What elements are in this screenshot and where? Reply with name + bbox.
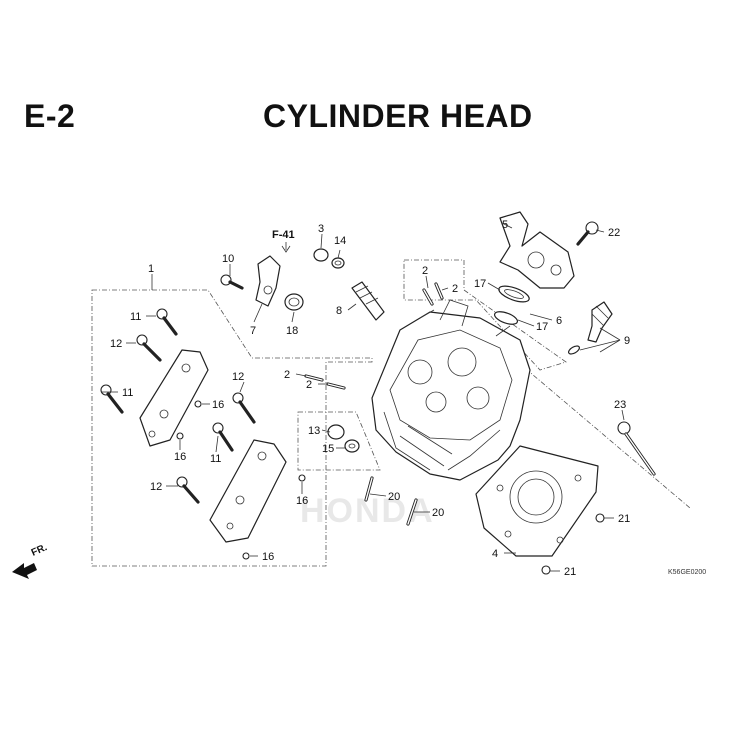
callout-16a: 16: [212, 399, 224, 411]
callout-16b: 16: [174, 451, 186, 463]
cam-holder-part: [499, 211, 575, 289]
callout-16d: 16: [262, 551, 274, 563]
callout-17b: 17: [536, 321, 548, 333]
dowel-pin-part: [304, 282, 444, 390]
callout-labels: 1 2 2 2 2 3 4 5 6 7 8 9 10 11 11 11 12 1…: [110, 219, 630, 578]
head-gasket-group-frame: [479, 329, 691, 509]
callout-20a: 20: [388, 491, 400, 503]
rocker-assembly-frame: [91, 289, 373, 567]
connector-part: [255, 255, 281, 307]
callout-7: 7: [250, 325, 256, 337]
rocker-holder-upper-part: [139, 349, 209, 447]
callout-14: 14: [334, 235, 346, 247]
callout-20b: 20: [432, 507, 444, 519]
reference-label: F-41: [272, 229, 295, 241]
cap-part: [313, 248, 345, 269]
callout-11a: 11: [130, 311, 141, 323]
callout-15: 15: [322, 443, 334, 455]
rocker-bolt-set-part: [100, 308, 256, 504]
callout-16c: 16: [296, 495, 308, 507]
callout-leaders: [102, 223, 625, 572]
callout-5: 5: [502, 219, 508, 231]
callout-21a: 21: [618, 513, 630, 525]
front-label: FR.: [30, 542, 49, 559]
callout-12c: 12: [150, 481, 162, 493]
flange-bolt-part: [576, 221, 599, 246]
sensor-part: [567, 301, 613, 355]
callout-6: 6: [556, 315, 562, 327]
callout-11b: 11: [122, 387, 133, 399]
valve-seal-part: [327, 424, 360, 453]
callout-11c: 11: [210, 453, 221, 465]
callout-2d: 2: [306, 379, 312, 391]
diagram-title: CYLINDER HEAD: [263, 98, 533, 134]
valve-seal-group-frame: [297, 411, 381, 471]
callout-12a: 12: [110, 338, 122, 350]
spark-plug-part: [351, 281, 385, 321]
stud-bolt-part: [364, 476, 418, 526]
washer-set-part: [176, 400, 306, 560]
callout-18: 18: [286, 325, 298, 337]
cylinder-head-gasket-part: [475, 445, 599, 557]
callout-10: 10: [222, 253, 234, 265]
long-bolt-part: [617, 421, 656, 476]
callout-9: 9: [624, 335, 630, 347]
callout-3: 3: [318, 223, 324, 235]
callout-23: 23: [614, 399, 626, 411]
rocker-holder-lower-part: [209, 439, 287, 543]
callout-22: 22: [608, 227, 620, 239]
callout-12b: 12: [232, 371, 244, 383]
callout-17a: 17: [474, 278, 486, 290]
callout-2c: 2: [284, 369, 290, 381]
bolt-part: [220, 274, 244, 290]
o-ring-small-part: [284, 293, 304, 311]
o-ring-part: [493, 285, 530, 325]
drawing-code: K56GE0200: [668, 569, 706, 576]
front-arrow-icon: [12, 563, 37, 579]
section-code: E-2: [24, 98, 76, 134]
callout-2b: 2: [452, 283, 458, 295]
cam-holder-group-frame: [403, 259, 567, 371]
cylinder-head-part: [371, 299, 531, 481]
reference-arrow-icon: [281, 242, 291, 253]
callout-8: 8: [336, 305, 342, 317]
callout-13: 13: [308, 425, 320, 437]
callout-2a: 2: [422, 265, 428, 277]
callout-1: 1: [148, 263, 154, 275]
callout-4: 4: [492, 548, 498, 560]
callout-21b: 21: [564, 566, 576, 578]
